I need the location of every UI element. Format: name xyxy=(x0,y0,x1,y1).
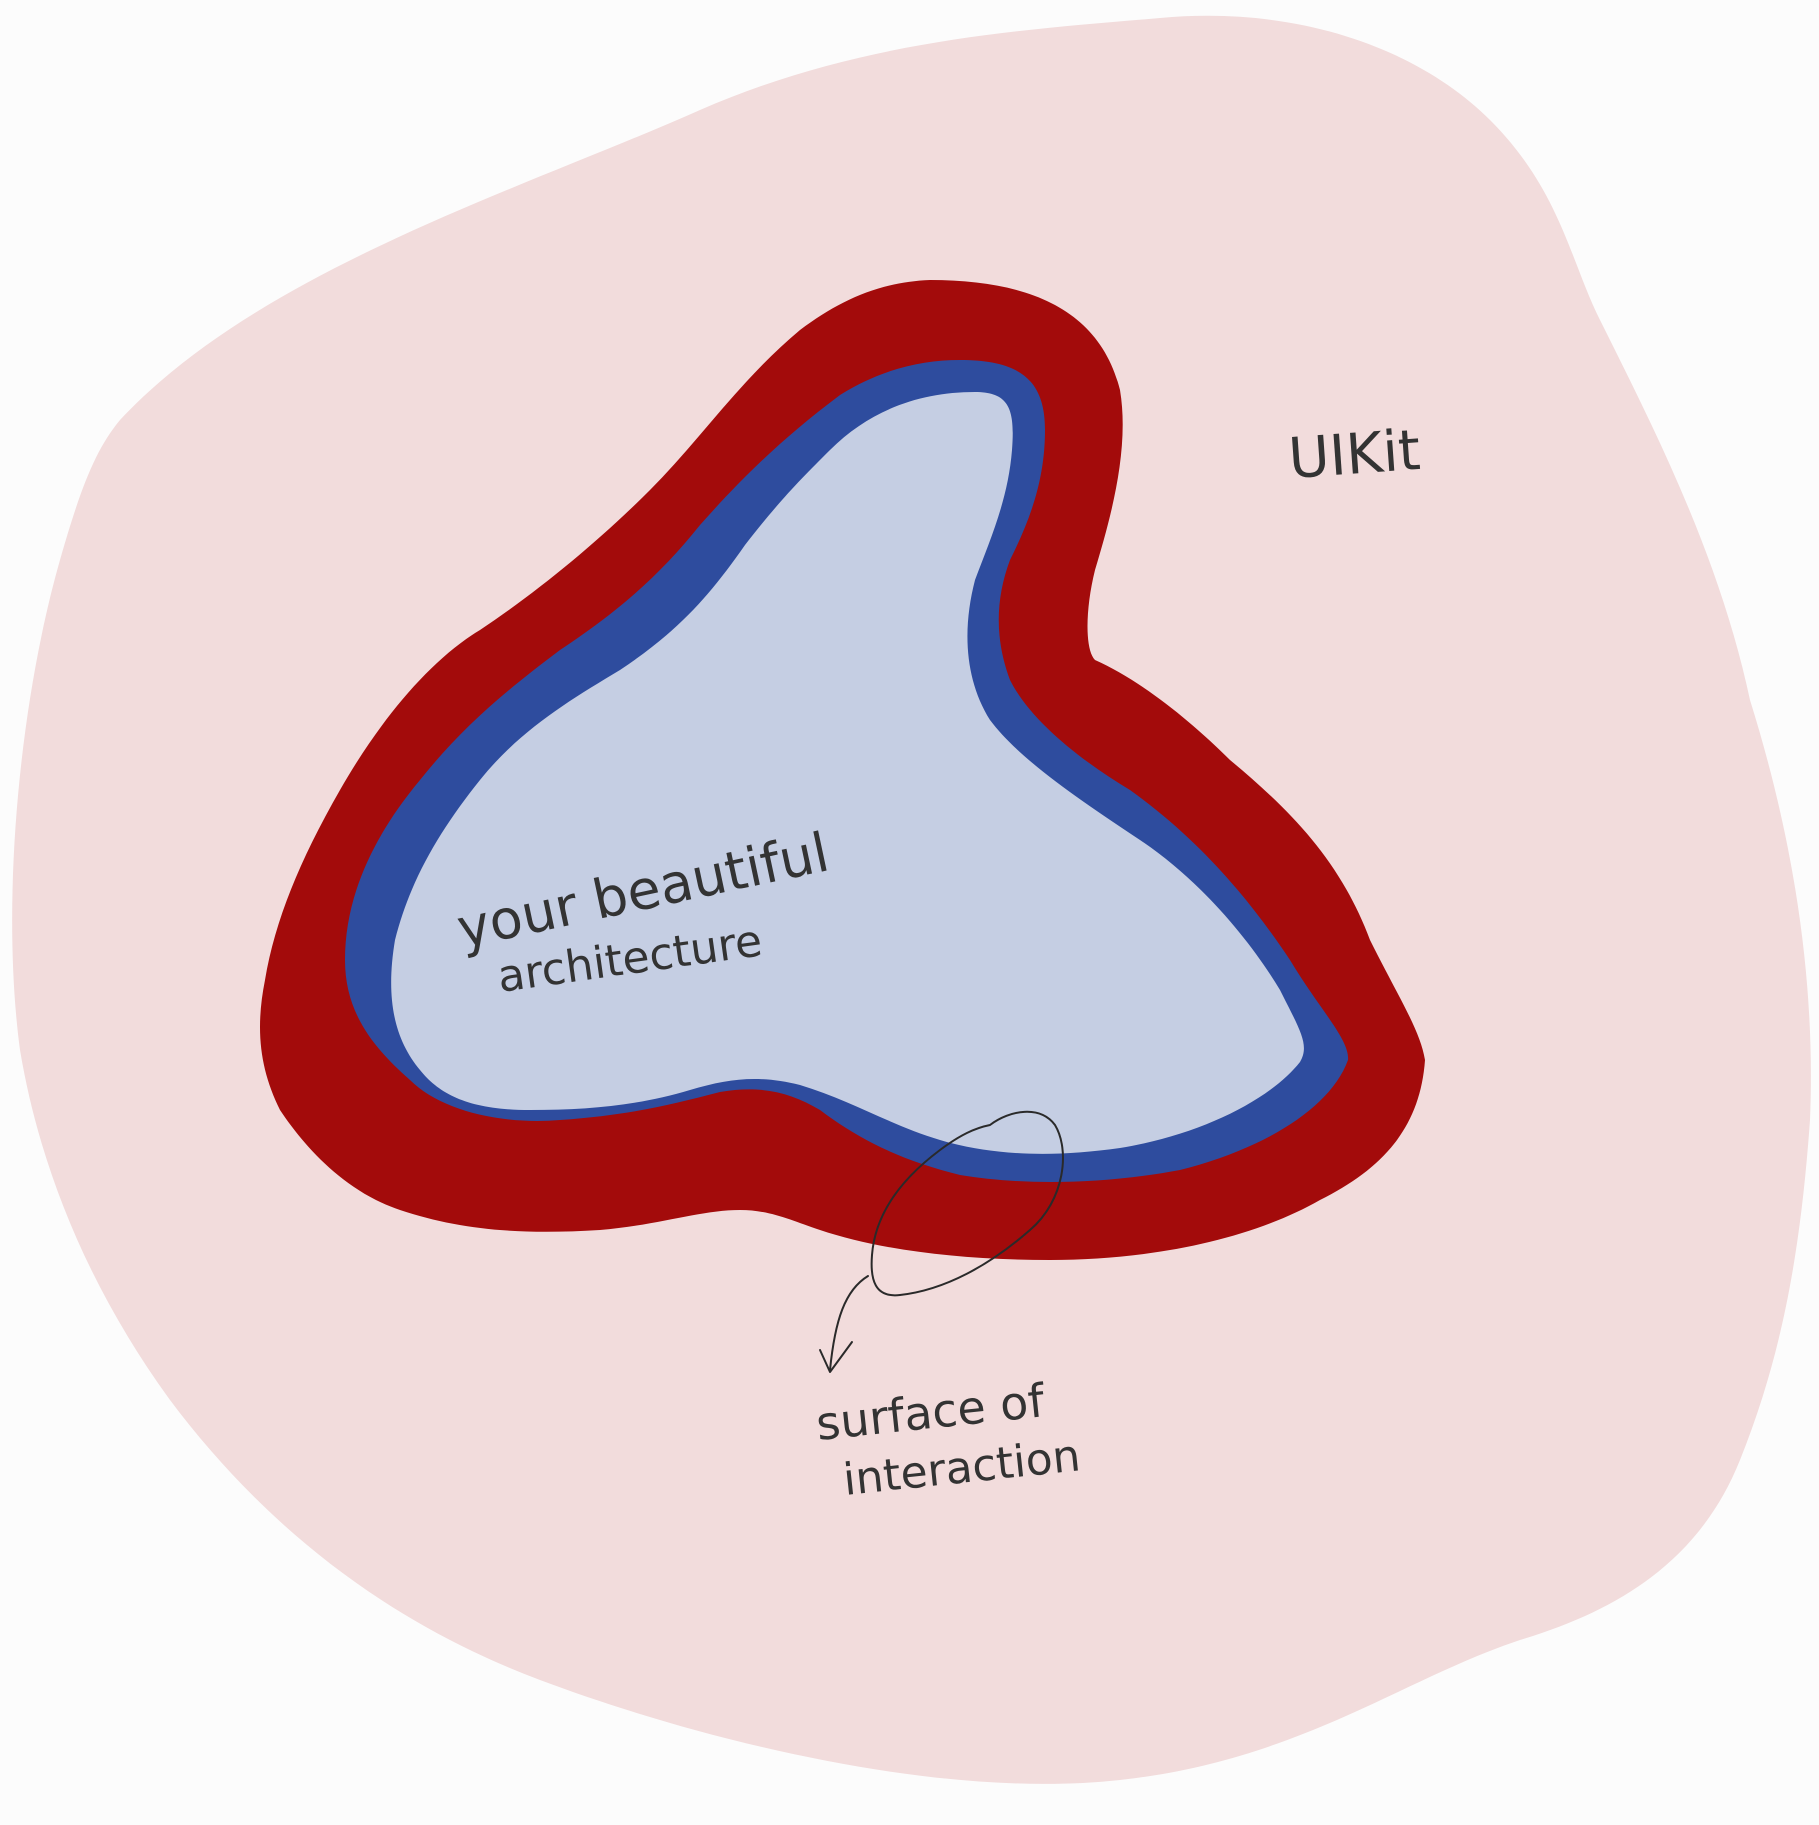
callout-arrow xyxy=(829,1275,869,1371)
arrow-head-icon xyxy=(819,1341,853,1373)
uikit-label: UIKit xyxy=(1286,418,1422,492)
callout-lasso xyxy=(870,1110,1064,1297)
architecture-core xyxy=(391,392,1304,1154)
